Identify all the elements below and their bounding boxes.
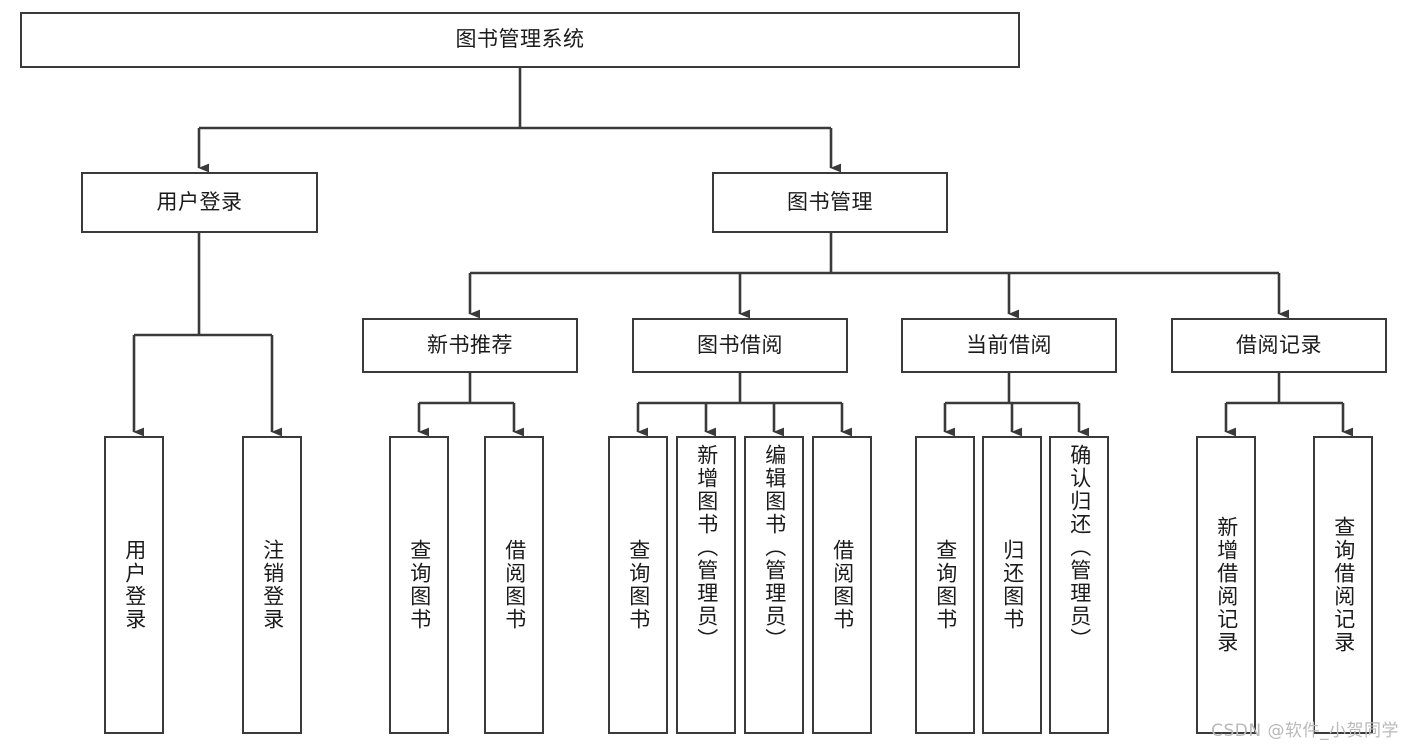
node-leaf-add-record[interactable]: 新增借阅记录: [1196, 436, 1256, 734]
node-leaf-user-login-label: 用户登录: [122, 539, 147, 631]
node-borrow-record[interactable]: 借阅记录: [1171, 318, 1387, 373]
node-leaf-user-login[interactable]: 用户登录: [104, 436, 164, 734]
edge-group-current-borrow: [943, 373, 1090, 437]
node-leaf-query-book-1[interactable]: 查询图书: [389, 436, 449, 734]
node-leaf-query-book-3[interactable]: 查询图书: [915, 436, 975, 734]
node-leaf-confirm-return-label: 确认归还（管理员）: [1067, 444, 1092, 651]
node-book-borrow[interactable]: 图书借阅: [632, 318, 848, 373]
node-leaf-borrow-book-2[interactable]: 借阅图书: [812, 436, 872, 734]
node-user-login[interactable]: 用户登录: [81, 172, 318, 233]
node-book-management-label: 图书管理: [787, 189, 873, 214]
node-book-management[interactable]: 图书管理: [712, 172, 948, 233]
node-leaf-return-book[interactable]: 归还图书: [982, 436, 1042, 734]
node-leaf-add-book-label: 新增图书（管理员）: [694, 444, 719, 651]
node-leaf-query-book-2[interactable]: 查询图书: [608, 436, 668, 734]
node-leaf-borrow-book-1[interactable]: 借阅图书: [484, 436, 544, 734]
node-leaf-add-book[interactable]: 新增图书（管理员）: [676, 436, 736, 734]
node-leaf-query-book-1-label: 查询图书: [407, 539, 432, 631]
node-leaf-borrow-book-2-label: 借阅图书: [830, 539, 855, 631]
edge-group-book-management: [468, 233, 1290, 319]
node-leaf-user-logout-label: 注销登录: [260, 539, 285, 631]
node-new-book-recommend-label: 新书推荐: [427, 332, 513, 357]
node-borrow-record-label: 借阅记录: [1236, 332, 1322, 357]
node-user-login-label: 用户登录: [156, 189, 243, 214]
node-root[interactable]: 图书管理系统: [20, 12, 1020, 68]
node-leaf-query-record-label: 查询借阅记录: [1331, 516, 1356, 654]
node-leaf-query-book-3-label: 查询图书: [933, 539, 958, 631]
edge-group-user-login: [132, 233, 283, 437]
edge-group-new-book-recommend: [417, 373, 525, 437]
node-leaf-return-book-label: 归还图书: [1000, 539, 1025, 631]
node-current-borrow-label: 当前借阅: [966, 332, 1052, 357]
node-leaf-edit-book-label: 编辑图书（管理员）: [762, 444, 787, 651]
node-leaf-add-record-label: 新增借阅记录: [1214, 516, 1239, 654]
edge-group-root: [197, 68, 842, 173]
node-leaf-confirm-return[interactable]: 确认归还（管理员）: [1049, 436, 1109, 734]
node-book-borrow-label: 图书借阅: [697, 332, 783, 357]
node-leaf-edit-book[interactable]: 编辑图书（管理员）: [744, 436, 804, 734]
node-leaf-query-book-2-label: 查询图书: [626, 539, 651, 631]
node-root-label: 图书管理系统: [455, 27, 585, 52]
edge-group-book-borrow: [636, 373, 853, 437]
node-new-book-recommend[interactable]: 新书推荐: [362, 318, 578, 373]
edge-group-borrow-record: [1224, 373, 1354, 437]
node-leaf-query-record[interactable]: 查询借阅记录: [1313, 436, 1373, 734]
node-leaf-user-logout[interactable]: 注销登录: [242, 436, 302, 734]
node-leaf-borrow-book-1-label: 借阅图书: [502, 539, 527, 631]
node-current-borrow[interactable]: 当前借阅: [901, 318, 1117, 373]
